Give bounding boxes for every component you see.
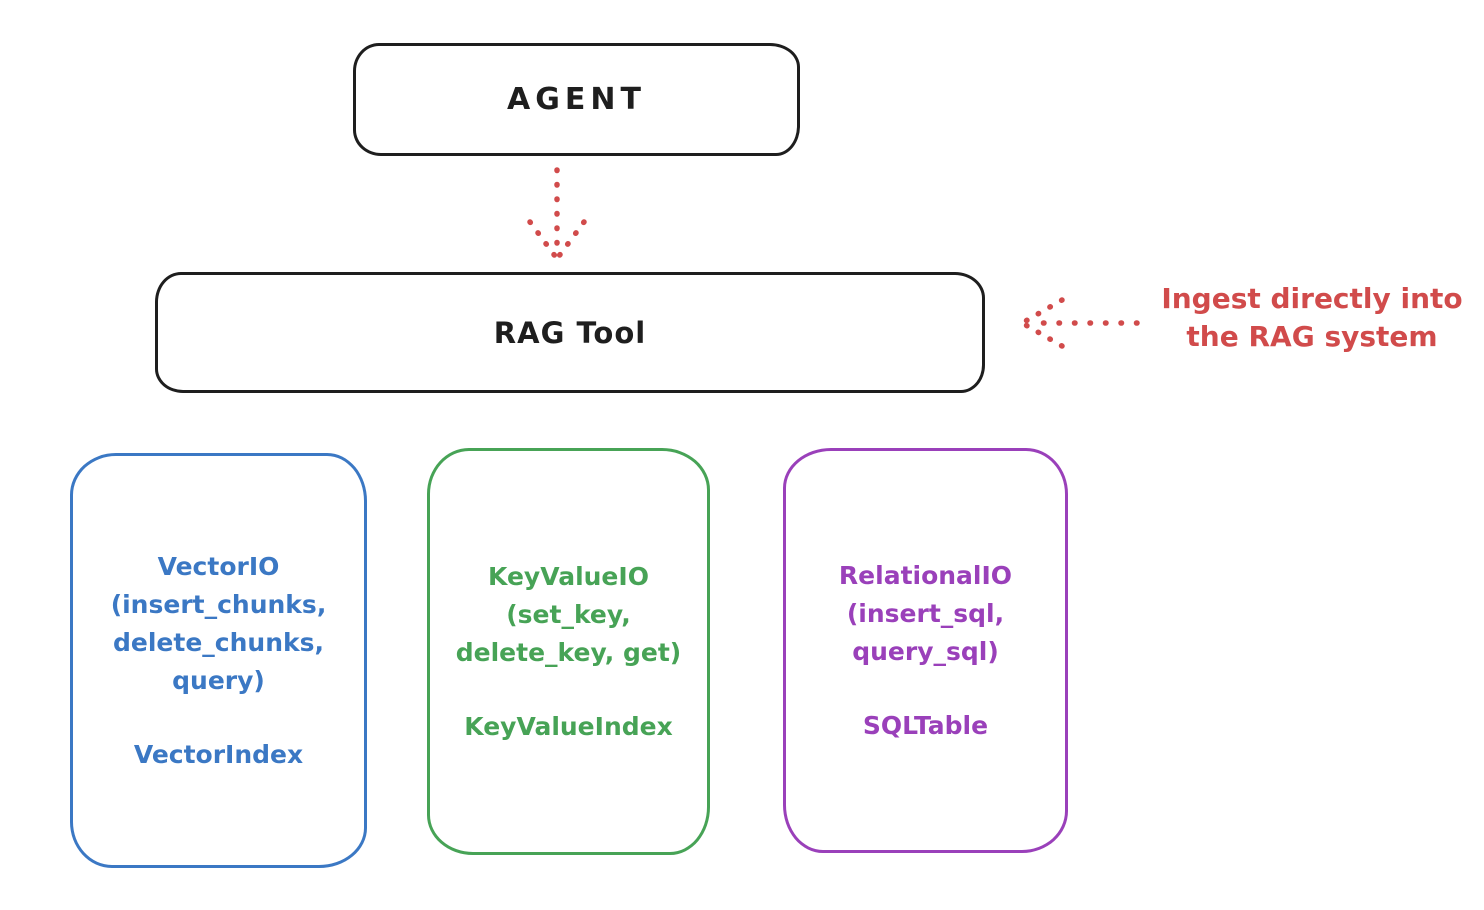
keyvalue-io-node: KeyValueIO (set_key, delete_key, get) Ke… bbox=[427, 448, 710, 855]
vector-io-interface-label: VectorIO (insert_chunks, delete_chunks, … bbox=[110, 551, 327, 695]
keyvalue-io-index-label: KeyValueIndex bbox=[464, 711, 673, 741]
relational-io-index-label: SQLTable bbox=[862, 710, 989, 740]
arrow-annotation-to-rag-icon bbox=[1021, 297, 1140, 349]
relational-io-node: RelationalIO (insert_sql, query_sql) SQL… bbox=[783, 448, 1068, 853]
rag-tool-node: RAG Tool bbox=[155, 272, 985, 393]
agent-node-label: AGENT bbox=[507, 82, 646, 117]
vector-io-index-label: VectorIndex bbox=[133, 739, 304, 769]
ingest-annotation: Ingest directly into the RAG system bbox=[1161, 282, 1463, 353]
rag-tool-node-label: RAG Tool bbox=[493, 315, 647, 350]
agent-node: AGENT bbox=[353, 43, 800, 156]
vector-io-node: VectorIO (insert_chunks, delete_chunks, … bbox=[70, 453, 367, 868]
arrow-agent-to-rag-icon bbox=[527, 167, 587, 259]
relational-io-interface-label: RelationalIO (insert_sql, query_sql) bbox=[838, 560, 1013, 666]
keyvalue-io-interface-label: KeyValueIO (set_key, delete_key, get) bbox=[455, 561, 682, 667]
